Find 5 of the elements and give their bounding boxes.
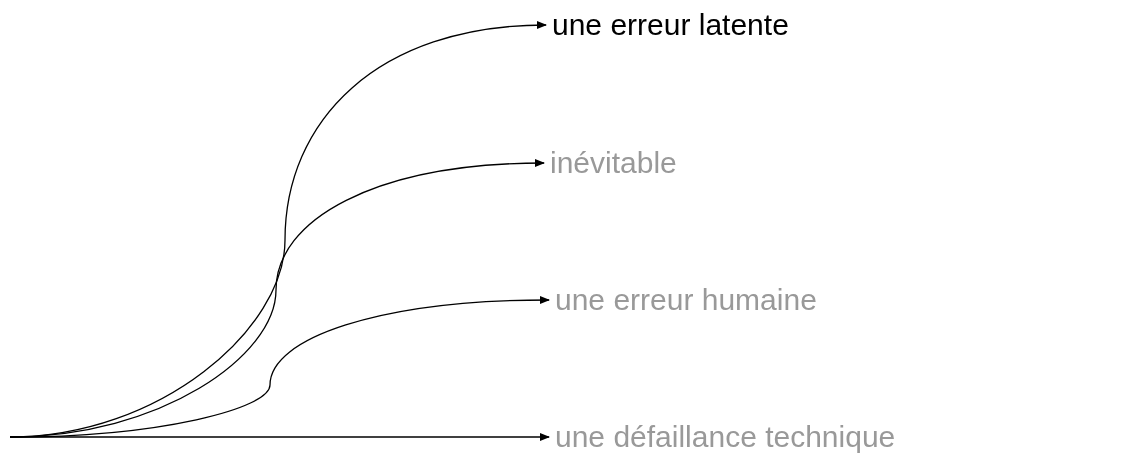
curved-arrow — [9, 433, 550, 441]
option-text: inévitable — [548, 145, 679, 181]
option-text: une erreur humaine — [553, 282, 819, 318]
option-text: une erreur latente — [550, 7, 791, 43]
option-text: une défaillance technique — [553, 419, 898, 455]
